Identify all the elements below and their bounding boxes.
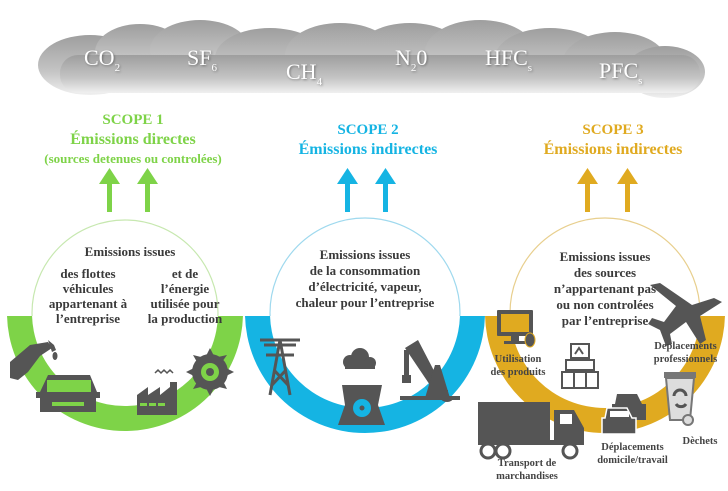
scope3-subtitle: Émissions indirectes bbox=[543, 141, 683, 158]
gas-label-sf6: SF6 bbox=[187, 45, 217, 74]
gas-label-co2: CO2 bbox=[84, 45, 121, 74]
scope3-title: SCOPE 3 bbox=[582, 122, 644, 138]
store-icon bbox=[561, 343, 599, 389]
truck-icon bbox=[478, 402, 584, 460]
factory-icon bbox=[137, 368, 177, 415]
scope1-title-block: SCOPE 1 Émissions directes (sources dete… bbox=[8, 111, 258, 168]
oil-pump-icon bbox=[400, 340, 460, 402]
scope1-description-left: des flottes véhicules appartenant à l’en… bbox=[48, 266, 128, 326]
label-dechets: Dèchets bbox=[682, 436, 718, 447]
gas-label-ch4: CH4 bbox=[286, 59, 323, 88]
airplane-icon bbox=[648, 283, 722, 346]
scope2-arrows bbox=[337, 168, 396, 212]
computer-icon bbox=[497, 310, 536, 348]
fuel-nozzle-icon bbox=[10, 340, 58, 380]
nuclear-plant-icon bbox=[338, 348, 385, 425]
saw-blade-icon bbox=[186, 348, 234, 396]
label-utilisation-produits: Utilisation des produits bbox=[490, 354, 546, 378]
gas-label-pfcs: PFCs bbox=[599, 58, 643, 87]
scope3-arrows bbox=[577, 168, 638, 212]
power-pylon-icon bbox=[260, 338, 300, 396]
gas-label-hfcs: HFCs bbox=[485, 45, 533, 74]
cloud bbox=[38, 20, 705, 98]
scope1-description-heading: Emissions issues bbox=[84, 244, 176, 259]
scope1-note: (sources detenues ou controlées) bbox=[44, 151, 222, 166]
cars-icon bbox=[601, 394, 646, 435]
scope2-description: Emissions issues de la consommation d’él… bbox=[295, 247, 435, 310]
label-deplacements-professionnels: Deplacements professionnels bbox=[653, 341, 718, 365]
scope2-ring bbox=[245, 316, 485, 433]
scope1-title: SCOPE 1 bbox=[102, 112, 164, 128]
car-icon bbox=[36, 375, 100, 412]
scope2-title-block: SCOPE 2 Émissions indirectes bbox=[243, 121, 493, 159]
label-transport-marchandises: Transport de marchandises bbox=[496, 458, 558, 482]
recycle-bin-icon bbox=[664, 372, 696, 426]
scope1-subtitle: Émissions directes bbox=[70, 131, 196, 148]
label-deplacements-domicile-travail: Déplacements domicile/travail bbox=[597, 442, 668, 466]
scope1-arrows bbox=[99, 168, 158, 212]
scope2-subtitle: Émissions indirectes bbox=[298, 141, 438, 158]
scope3-description: Emissions issues des sources n’appartena… bbox=[553, 249, 657, 328]
gas-label-n2o: N20 bbox=[395, 45, 428, 74]
scope3-title-block: SCOPE 3 Émissions indirectes bbox=[488, 121, 728, 159]
scope1-description-right: et de l’énergie utilisée pour la product… bbox=[147, 266, 223, 326]
scope2-title: SCOPE 2 bbox=[337, 122, 399, 138]
